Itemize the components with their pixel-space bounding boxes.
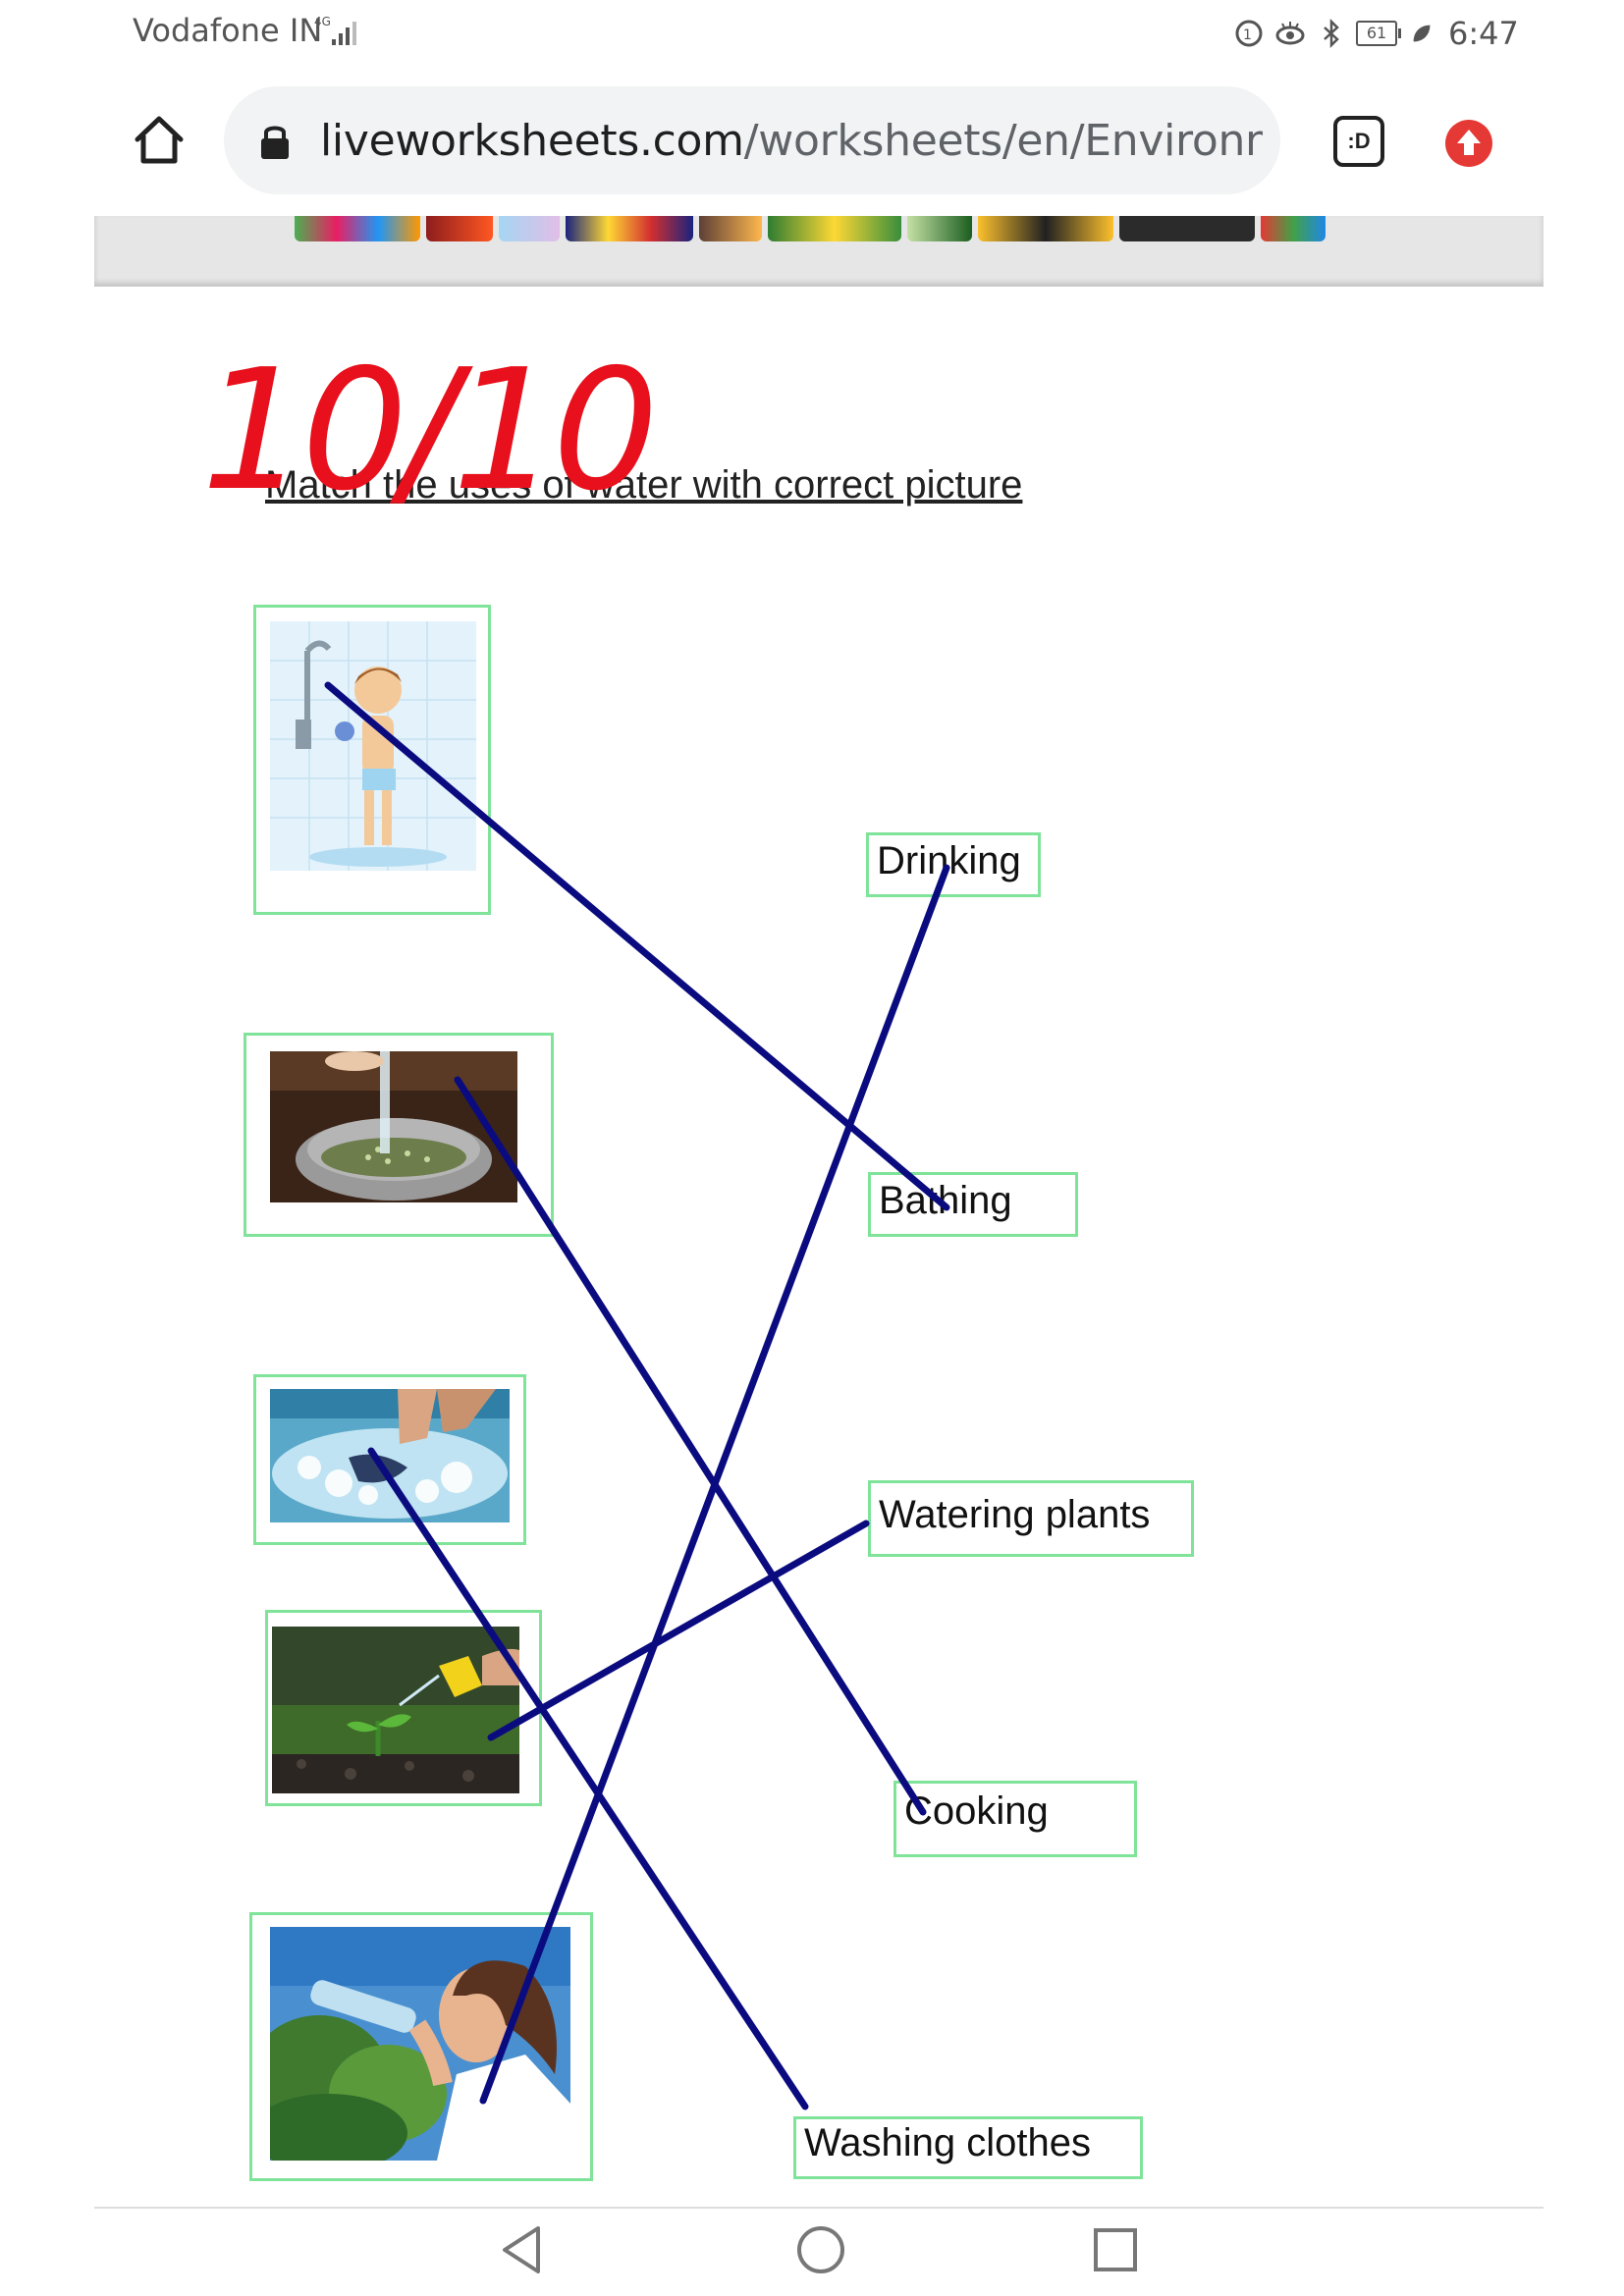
- lock-icon[interactable]: [257, 122, 293, 161]
- svg-text:1: 1: [1243, 27, 1252, 43]
- score-mark: 10/10: [201, 334, 659, 528]
- hands-washing-clothes-in-tub-image: [270, 1389, 510, 1522]
- picture-box-pot[interactable]: [244, 1033, 554, 1237]
- back-icon[interactable]: [503, 2226, 540, 2273]
- tab-switcher-button[interactable]: :D: [1333, 116, 1384, 167]
- home-icon[interactable]: [130, 110, 189, 169]
- woman-drinking-water-image: [270, 1927, 570, 2161]
- label-washing-clothes: Washing clothes: [804, 2121, 1091, 2164]
- power-saving-leaf-icon: [1413, 25, 1431, 42]
- battery-icon: 61: [1356, 21, 1401, 46]
- label-box-drinking[interactable]: Drinking: [866, 832, 1041, 897]
- bluetooth-icon: [1324, 18, 1339, 49]
- picture-box-washing[interactable]: [253, 1374, 526, 1545]
- url-host: liveworksheets.com: [320, 116, 744, 166]
- data-saver-icon: 1: [1235, 20, 1263, 47]
- picture-box-shower[interactable]: [253, 605, 491, 915]
- signal-icon: 4G: [314, 14, 365, 54]
- battery-level: 61: [1356, 21, 1397, 46]
- system-nav-bar: [503, 2226, 1137, 2273]
- clock: 6:47: [1448, 15, 1519, 52]
- label-box-bathing[interactable]: Bathing: [868, 1172, 1078, 1237]
- carrier-name: Vodafone IN: [133, 12, 323, 49]
- picture-box-watering[interactable]: [265, 1610, 542, 1806]
- recents-icon[interactable]: [1094, 2228, 1137, 2271]
- watering-sprout-image: [272, 1627, 519, 1793]
- label-box-watering-plants[interactable]: Watering plants: [868, 1480, 1194, 1557]
- status-icons: 1 61 6:47: [1232, 14, 1519, 53]
- worksheet-instruction: Match the uses of water with correct pic…: [265, 463, 1023, 507]
- eye-comfort-icon: [1275, 22, 1305, 45]
- url-path: /worksheets/en/Environmen: [743, 116, 1263, 166]
- label-box-washing-clothes[interactable]: Washing clothes: [793, 2116, 1143, 2179]
- nav-divider: [94, 2207, 1543, 2209]
- label-cooking: Cooking: [904, 1789, 1049, 1833]
- banner-thumbnails[interactable]: [295, 216, 1345, 243]
- picture-box-drinking[interactable]: [249, 1912, 593, 2181]
- address-bar[interactable]: [224, 86, 1280, 194]
- label-bathing: Bathing: [879, 1179, 1012, 1222]
- label-watering-plants: Watering plants: [879, 1493, 1151, 1536]
- home-nav-icon[interactable]: [797, 2226, 844, 2273]
- water-pouring-into-pot-image: [270, 1051, 517, 1202]
- url-text[interactable]: liveworksheets.com/worksheets/en/Environ…: [320, 116, 1263, 166]
- network-type-label: 4G: [314, 15, 331, 28]
- child-showering-image: [270, 621, 476, 871]
- update-arrow-icon[interactable]: [1443, 118, 1494, 169]
- label-drinking: Drinking: [877, 839, 1021, 882]
- label-box-cooking[interactable]: Cooking: [893, 1781, 1137, 1857]
